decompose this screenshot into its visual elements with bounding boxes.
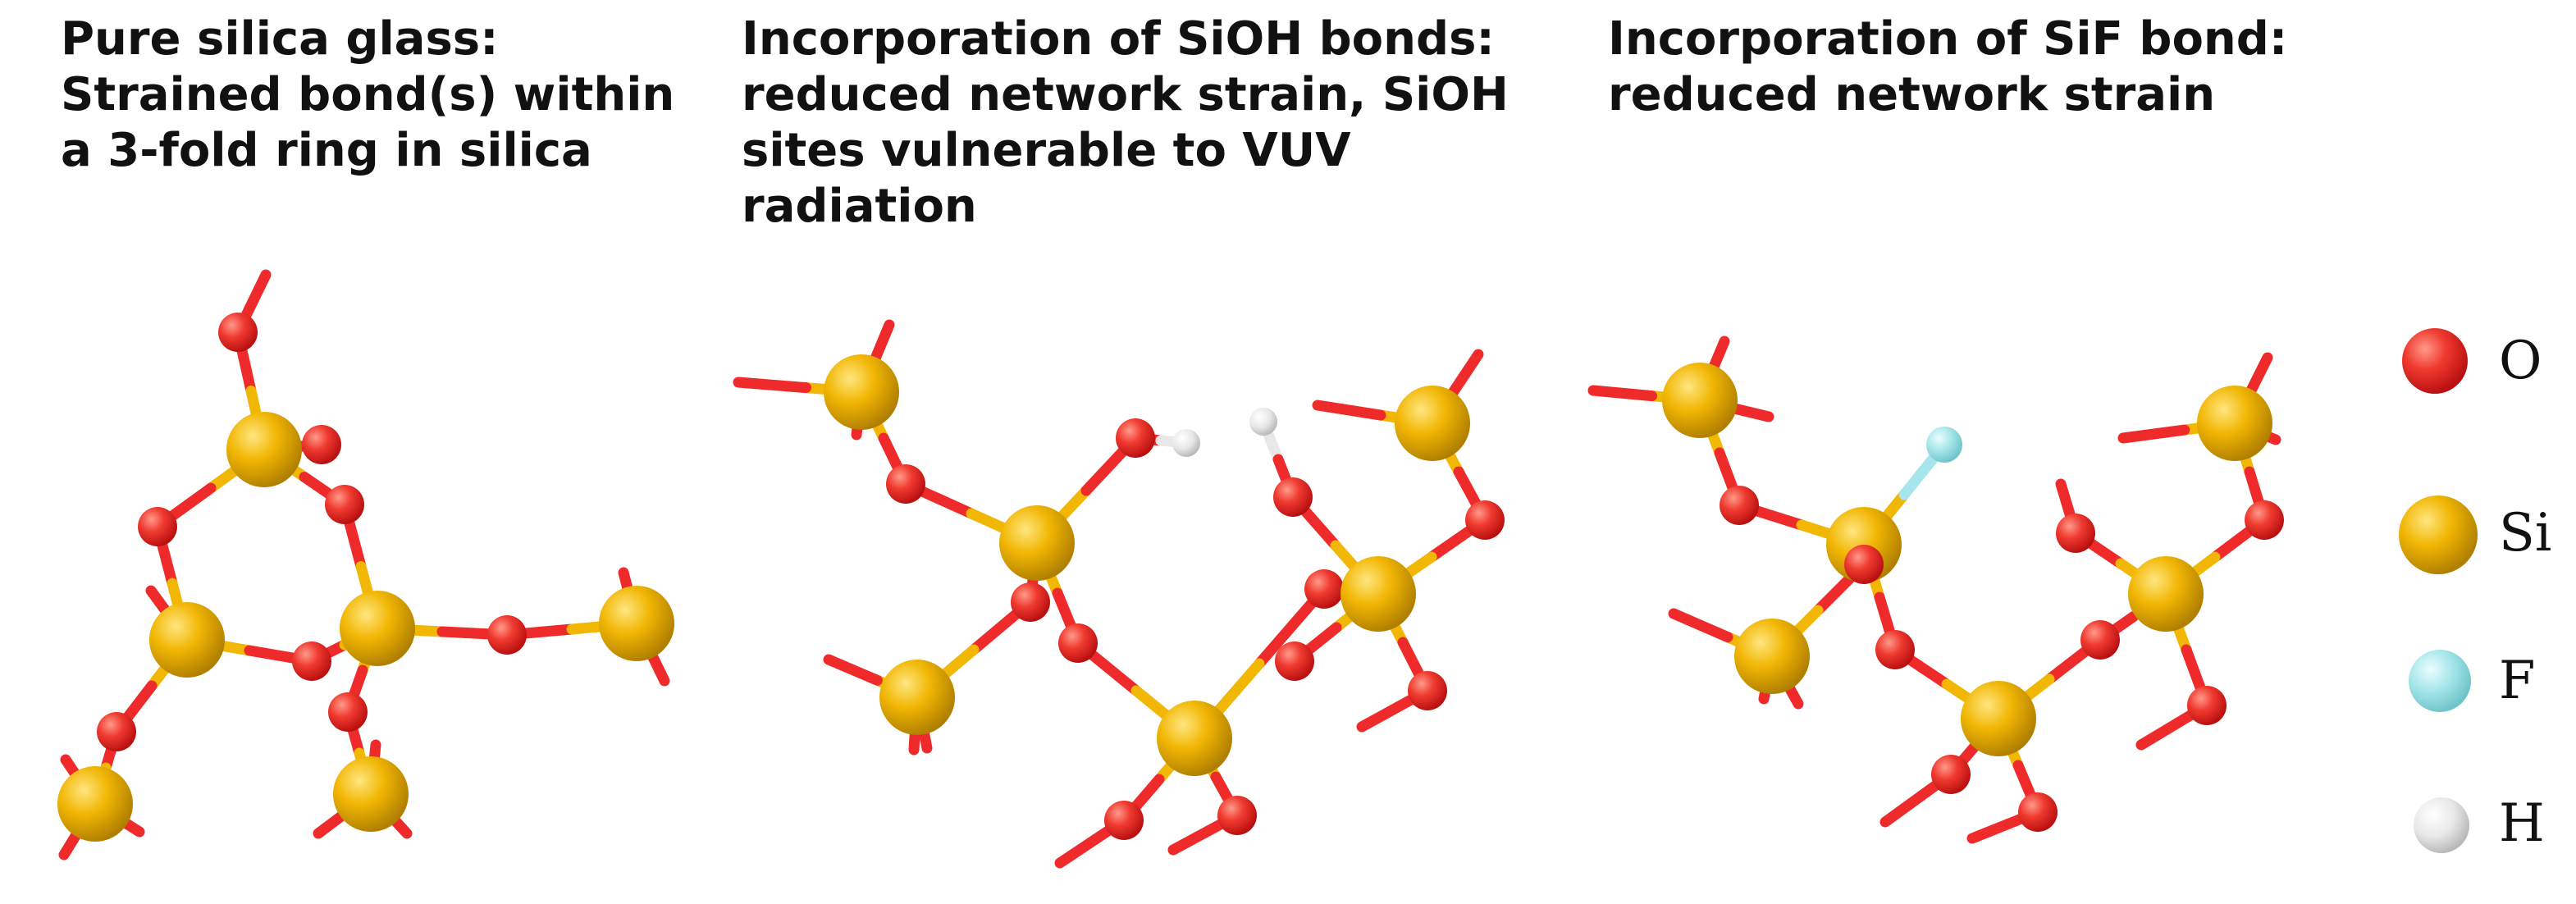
atom-si — [226, 412, 302, 487]
bond-stub-19-b — [1054, 833, 1101, 869]
bond-stub-13-b — [823, 654, 883, 686]
atom-si — [1341, 556, 1416, 632]
legend-label-h: H — [2499, 793, 2545, 854]
atom-si — [149, 602, 225, 678]
legend-h-sphere — [2414, 797, 2469, 853]
atom-o — [292, 641, 331, 681]
atom-si — [824, 354, 899, 430]
panel-1-title: Pure silica glass: Strained bond(s) with… — [61, 12, 675, 177]
bond-stub-20-b — [1167, 825, 1214, 856]
atom-o — [2056, 514, 2095, 553]
atom-si — [1157, 701, 1232, 776]
bond-stub-0-b — [244, 269, 272, 312]
bond-stub-30-b — [2055, 478, 2075, 517]
atom-o — [1104, 801, 1144, 840]
legend-label-o: O — [2499, 331, 2542, 391]
bond-stub-23-b — [1725, 402, 1774, 422]
atom-o — [487, 615, 527, 655]
bond-stub-32-b — [1879, 790, 1927, 828]
atom-o — [2245, 500, 2284, 540]
bond-stub-33-b — [1966, 818, 2014, 844]
bond-stub-27-b — [2117, 424, 2190, 444]
atom-si — [1662, 363, 1738, 438]
legend — [2399, 328, 2478, 853]
bond-stub-11-b — [868, 319, 895, 368]
atom-o — [1720, 486, 1759, 525]
atom-o — [1011, 582, 1050, 622]
atom-h — [1172, 429, 1200, 457]
atom-o — [1273, 477, 1313, 517]
bond-stub-28-b — [2244, 352, 2273, 399]
panel-3-title: Incorporation of SiF bond: reduced netwo… — [1608, 12, 2288, 121]
atom-layer — [57, 313, 2284, 842]
bond-stub-10-b — [733, 377, 811, 394]
atom-o — [2080, 620, 2120, 660]
atom-si — [57, 766, 133, 842]
atom-o — [886, 464, 925, 504]
atom-o — [1408, 671, 1447, 710]
atom-o — [302, 425, 341, 464]
atom-o — [97, 712, 136, 751]
atom-o — [1875, 630, 1915, 669]
atom-o — [1304, 569, 1344, 609]
atom-o — [138, 507, 177, 546]
atom-si — [333, 756, 409, 832]
atom-f — [1926, 427, 1962, 463]
atom-o — [325, 485, 364, 524]
atom-si — [2197, 386, 2272, 461]
atom-si — [1961, 681, 2036, 756]
atom-h — [1249, 408, 1277, 436]
atom-si — [879, 660, 955, 735]
atom-si — [2128, 556, 2204, 632]
bond-stub-24-b — [1668, 608, 1733, 643]
bond-stub-21-b — [1587, 385, 1657, 402]
atom-si — [340, 591, 415, 666]
bond-stub-31-b — [2135, 718, 2183, 751]
atom-o — [1931, 755, 1971, 794]
legend-si-sphere — [2399, 495, 2478, 574]
legend-f-sphere — [2409, 650, 2471, 712]
atom-o — [218, 313, 258, 352]
atom-o — [328, 692, 368, 732]
bond-stub-18-b — [1356, 701, 1404, 733]
atom-o — [1465, 500, 1505, 540]
legend-label-si: Si — [2499, 503, 2552, 564]
atom-o — [1116, 418, 1155, 458]
atom-si — [999, 505, 1075, 581]
atom-si — [1395, 386, 1470, 461]
bond-stub-16-b — [1312, 399, 1386, 421]
atom-si — [599, 586, 674, 661]
atom-o — [1217, 796, 1257, 835]
legend-label-f: F — [2499, 651, 2536, 711]
atom-si — [1734, 619, 1810, 694]
atom-o — [1844, 545, 1884, 584]
legend-o-sphere — [2402, 328, 2468, 394]
panel-2-title: Incorporation of SiOH bonds: reduced net… — [742, 12, 1509, 233]
bond-stub-17-b — [1447, 349, 1484, 398]
atom-o — [1275, 641, 1314, 681]
atom-o — [2018, 792, 2058, 832]
atom-o — [2187, 686, 2227, 725]
atom-o — [1058, 623, 1098, 663]
